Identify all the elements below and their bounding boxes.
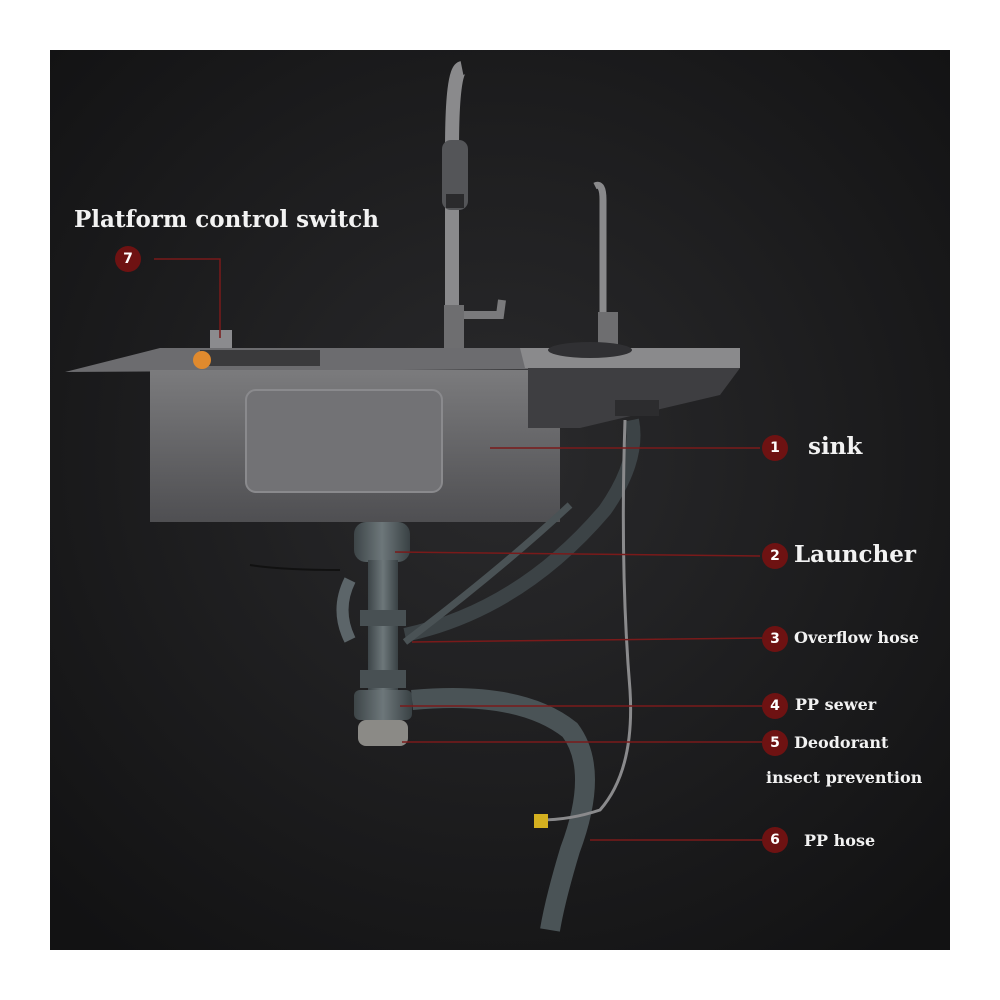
badge-3: 3 (762, 626, 788, 652)
leader-line-3 (411, 637, 763, 643)
leader-line-2 (394, 551, 761, 557)
badge-6: 6 (762, 827, 788, 853)
sink-body (65, 330, 740, 522)
product-diagram: Platform control switch 7 1 sink 2 Launc… (50, 50, 950, 950)
leader-lines (154, 258, 763, 841)
callout-4-label: PP sewer (795, 695, 877, 714)
badge-5: 5 (762, 730, 788, 756)
callout-5-label-line2: insect prevention (766, 768, 923, 787)
title-label: Platform control switch (74, 206, 379, 233)
drinking-tap (593, 181, 618, 346)
hoses (249, 418, 641, 932)
badge-4: 4 (762, 693, 788, 719)
callout-1-label: sink (808, 433, 863, 460)
badge-2: 2 (762, 543, 788, 569)
callout-3-label: Overflow hose (794, 628, 919, 647)
callout-6-label: PP hose (804, 831, 876, 850)
sink-illustration (50, 50, 950, 950)
badge-7: 7 (115, 246, 141, 272)
callout-2-label: Launcher (794, 541, 916, 568)
leader-line-7 (154, 258, 221, 338)
callout-5-label: Deodorant (794, 733, 889, 752)
badge-1: 1 (762, 435, 788, 461)
faucet (442, 61, 506, 350)
drain-assembly (336, 522, 412, 746)
